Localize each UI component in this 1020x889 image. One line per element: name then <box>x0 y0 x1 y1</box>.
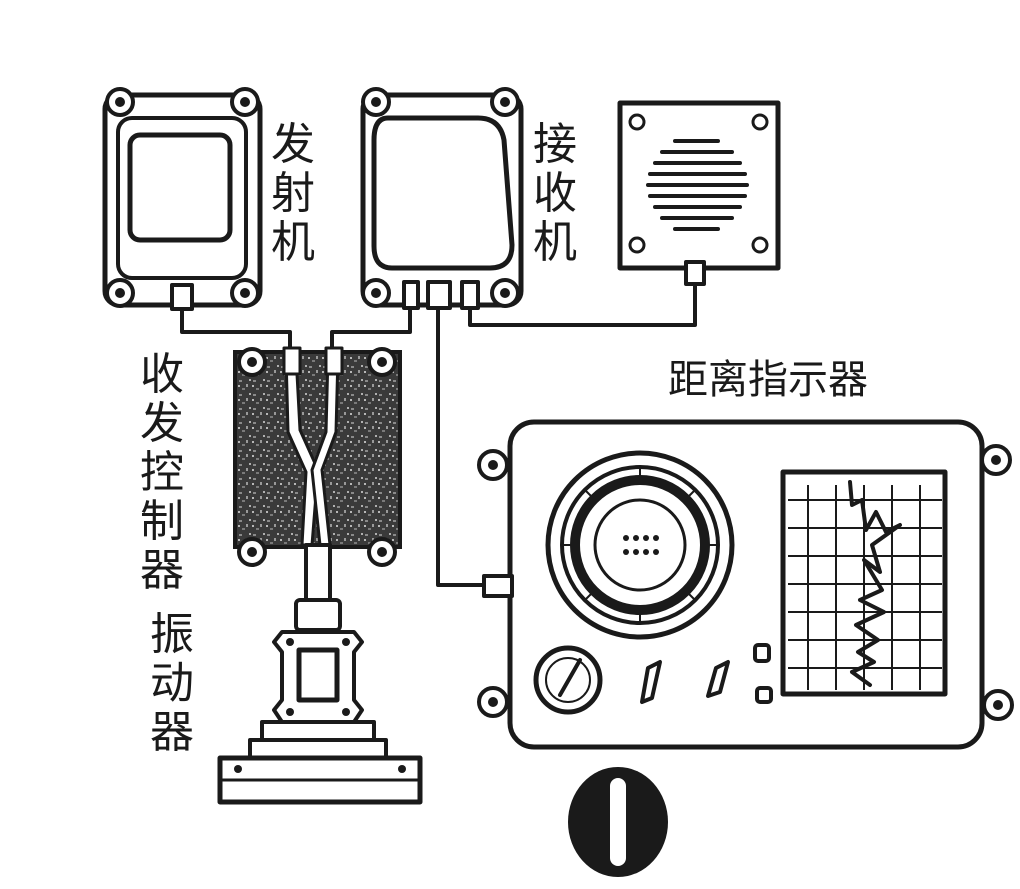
receiver-connector-3 <box>460 280 480 310</box>
range-indicator-connector <box>482 574 514 598</box>
transmitter-mounting-lugs <box>105 87 260 308</box>
indicator-lamp-top <box>753 643 771 663</box>
ppi-scope-display <box>545 450 735 640</box>
transmitter-label: 发射机 <box>271 119 315 268</box>
speaker-connector <box>684 260 706 286</box>
receiver-connector-2 <box>426 280 452 310</box>
range-indicator-label: 距离指示器 <box>668 357 868 403</box>
round-emblem-icon <box>568 767 668 877</box>
meter-needle <box>558 658 582 697</box>
indicator-lamp-bottom <box>755 686 773 704</box>
receiver-unit <box>360 87 524 310</box>
speaker-unit <box>617 100 781 286</box>
cables <box>180 282 697 587</box>
vibrator-label: 振动器 <box>150 609 194 758</box>
tr-controller-mounting-lugs <box>237 347 397 567</box>
range-indicator-unit <box>477 419 1014 750</box>
control-knob-right <box>706 660 730 698</box>
transmitter-unit <box>102 87 263 311</box>
range-indicator-mounting-lugs <box>477 444 1014 721</box>
a-scope-display <box>780 469 948 697</box>
control-knob-left <box>640 660 662 704</box>
receiver-mounting-lugs <box>361 87 520 308</box>
tr-controller-unit <box>233 346 402 567</box>
speaker-grille-icon <box>646 139 749 231</box>
receiver-label: 接收机 <box>533 119 577 268</box>
meter-gauge <box>533 645 603 715</box>
transmitter-connector <box>170 283 194 311</box>
tr-controller-label: 收发控制器 <box>140 349 184 596</box>
vibrator-unit <box>217 543 423 805</box>
echo-trace <box>848 480 902 687</box>
receiver-connector-1 <box>402 280 420 310</box>
